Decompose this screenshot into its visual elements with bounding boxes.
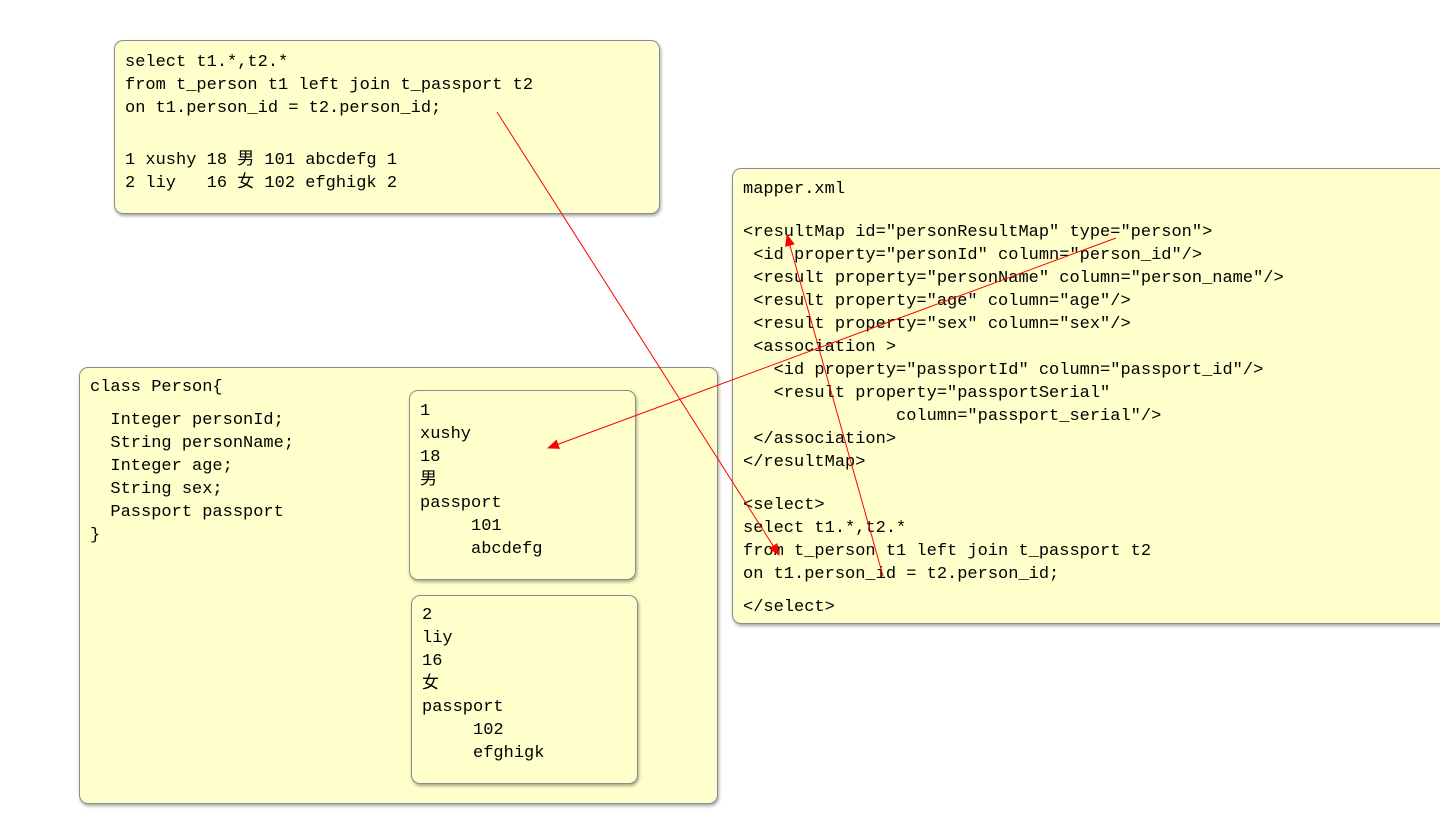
class-line: } (90, 526, 101, 545)
mapper-line: </resultMap> (743, 453, 866, 472)
result-row: 2 liy 16 女 102 efghigk 2 (125, 174, 398, 193)
object-field: efghigk (422, 744, 545, 763)
object-field: passport (420, 494, 502, 513)
object-field: 1 (420, 402, 431, 421)
mapper-line: column="passport_serial"/> (743, 407, 1162, 426)
mapper-line: </select> (743, 598, 835, 617)
mapper-line: </association> (743, 430, 897, 449)
person-object-2: 2 liy 16 女 passport 102 efghigk (411, 595, 638, 784)
mapper-line: <result property="age" column="age"/> (743, 292, 1131, 311)
mapper-xml-note: mapper.xml <resultMap id="personResultMa… (732, 168, 1440, 624)
mapper-line: mapper.xml (743, 180, 846, 199)
mapper-line: <result property="sex" column="sex"/> (743, 315, 1131, 334)
object-field: 男 (420, 471, 437, 490)
person-object-1: 1 xushy 18 男 passport 101 abcdefg (409, 390, 636, 580)
object-field: abcdefg (420, 540, 543, 559)
sql-query-note: select t1.*,t2.* from t_person t1 left j… (114, 40, 660, 214)
result-row: 1 xushy 18 男 101 abcdefg 1 (125, 151, 398, 170)
object-field: 101 (420, 517, 502, 536)
mapper-line: <resultMap id="personResultMap" type="pe… (743, 223, 1213, 242)
mapper-line: <id property="passportId" column="passpo… (743, 361, 1264, 380)
class-line: String personName; (90, 434, 295, 453)
class-line: Integer personId; (90, 411, 284, 430)
object-field: xushy (420, 425, 472, 444)
class-line: String sex; (90, 480, 223, 499)
mapper-line: <select> (743, 496, 825, 515)
object-field: 102 (422, 721, 504, 740)
class-line: class Person{ (90, 378, 223, 397)
class-line: Integer age; (90, 457, 233, 476)
mapper-line: <result property="passportSerial" (743, 384, 1111, 403)
object-field: 女 (422, 675, 439, 694)
sql-line: on t1.person_id = t2.person_id; (125, 99, 442, 118)
mapper-line: <id property="personId" column="person_i… (743, 246, 1203, 265)
mapper-line: select t1.*,t2.* (743, 519, 907, 538)
class-line: Passport passport (90, 503, 284, 522)
sql-line: from t_person t1 left join t_passport t2 (125, 76, 534, 95)
object-field: 16 (422, 652, 443, 671)
sql-line: select t1.*,t2.* (125, 53, 289, 72)
mapper-line: <association > (743, 338, 897, 357)
object-field: liy (422, 629, 453, 648)
object-field: passport (422, 698, 504, 717)
object-field: 2 (422, 606, 433, 625)
mapper-line: from t_person t1 left join t_passport t2 (743, 542, 1152, 561)
object-field: 18 (420, 448, 441, 467)
mapper-line: <result property="personName" column="pe… (743, 269, 1284, 288)
mapper-line: on t1.person_id = t2.person_id; (743, 565, 1060, 584)
